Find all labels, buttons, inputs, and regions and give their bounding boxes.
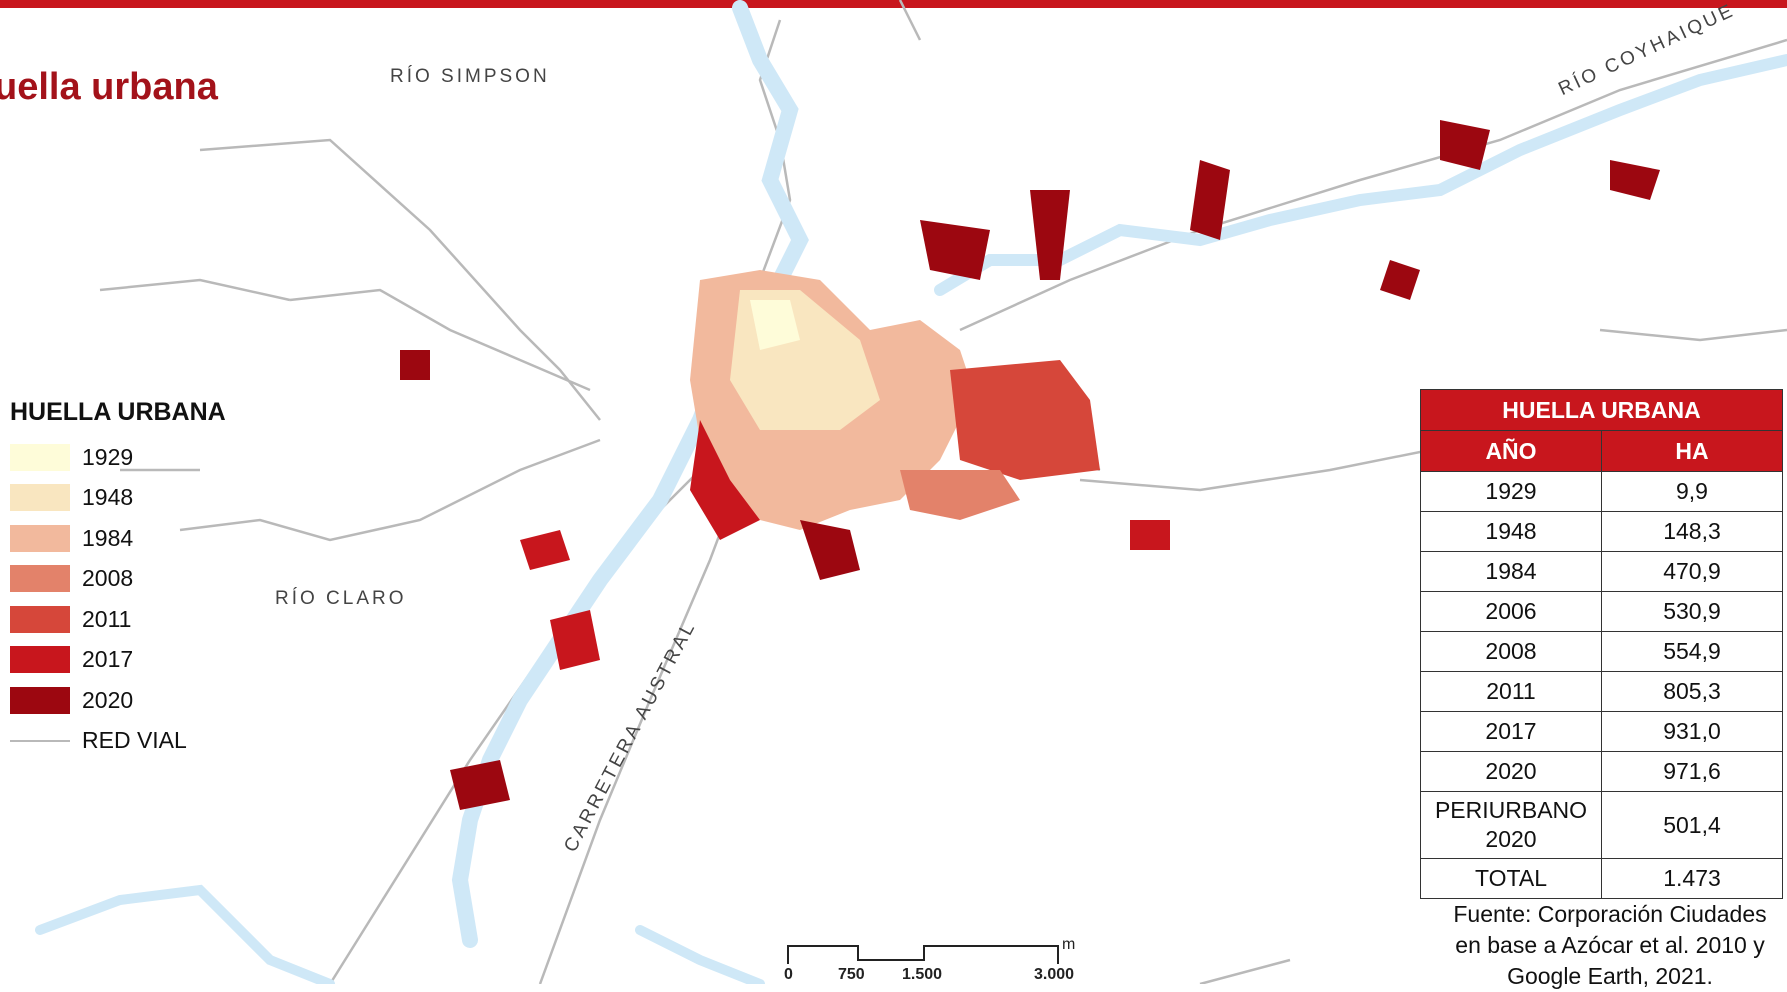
table-cell-year: 2008 [1420,631,1602,672]
legend-item-2011: 2011 [10,599,310,640]
legend-item-road: RED VIAL [10,721,310,762]
urban-footprint [400,120,1660,810]
table-cell-total-ha: 1.473 [1601,858,1783,899]
source-note: Fuente: Corporación Ciudades en base a A… [1410,899,1787,992]
table-cell-periurbano-ha: 501,4 [1601,791,1783,859]
scale-bar: 0 750 1.500 3.000 m [778,936,1098,984]
top-accent-bar [0,0,1787,8]
legend-label: 2008 [82,565,134,592]
legend-swatch [10,565,70,593]
legend-item-2020: 2020 [10,680,310,721]
road-line-swatch [10,739,70,742]
table-cell-ha: 148,3 [1601,511,1783,552]
label-rio-claro: RÍO CLARO [275,588,407,609]
table-row-periurbano: PERIURBANO 2020 501,4 [1420,791,1783,859]
table-cell-year: 1929 [1420,471,1602,512]
legend-label: 2011 [82,605,132,632]
table-cell-year: 1948 [1420,511,1602,552]
table-cell-year: 2011 [1420,671,1602,712]
table-cell-ha: 931,0 [1601,711,1783,752]
table-cell-ha: 9,9 [1601,471,1783,512]
scale-tick-0: 0 [784,966,793,983]
label-rio-simpson: RÍO SIMPSON [390,66,550,87]
table-header-year: AÑO [1420,430,1602,472]
legend-label: 1929 [82,443,134,470]
legend-swatch [10,443,70,471]
table-header-ha: HA [1601,430,1783,472]
periurbano-line2: 2020 [1485,826,1537,852]
legend-item-2017: 2017 [10,640,310,681]
scale-bar-graphic [787,945,1059,964]
legend-item-1929: 1929 [10,437,310,478]
scale-tick-1500: 1.500 [902,966,943,983]
source-line1: Fuente: Corporación Ciudades [1453,901,1767,927]
legend-road-label: RED VIAL [82,727,187,754]
table-title: HUELLA URBANA [1420,389,1783,431]
table-cell-year: 2017 [1420,711,1602,752]
table-cell-periurbano: PERIURBANO 2020 [1420,791,1602,859]
legend-items: 1929 1948 1984 2008 2011 2017 2020 [10,437,310,721]
legend-swatch [10,646,70,674]
legend-swatch [10,605,70,633]
table-cell-ha: 971,6 [1601,751,1783,792]
legend-label: 1948 [82,484,134,511]
legend-label: 1984 [82,524,134,551]
legend-swatch [10,484,70,512]
table-cell-ha: 805,3 [1601,671,1783,712]
slide-title: uella urbana [0,66,218,108]
table-cell-year: 2006 [1420,591,1602,632]
scale-tick-750: 750 [838,966,865,983]
legend-swatch [10,686,70,714]
table-cell-ha: 470,9 [1601,551,1783,592]
table-cell-ha: 554,9 [1601,631,1783,672]
table-cell-total: TOTAL [1420,858,1602,899]
legend-item-1984: 1984 [10,518,310,559]
source-line2: en base a Azócar et al. 2010 y [1455,932,1765,958]
table-cell-ha: 530,9 [1601,591,1783,632]
legend: HUELLA URBANA 1929 1948 1984 2008 2011 2017 20… [10,398,310,761]
legend-label: 2020 [82,686,134,713]
legend-swatch [10,524,70,552]
scale-tick-3000: 3.000 [1034,966,1075,983]
periurbano-line1: PERIURBANO [1434,797,1588,823]
table-cell-year: 1984 [1420,551,1602,592]
legend-item-2008: 2008 [10,559,310,600]
legend-label: 2017 [82,646,134,673]
legend-title: HUELLA URBANA [10,398,226,426]
scale-unit: m [1062,936,1076,953]
legend-item-1948: 1948 [10,478,310,519]
table-row-total: TOTAL 1.473 [1420,858,1783,899]
source-line3: Google Earth, 2021. [1507,963,1713,989]
table-cell-year: 2020 [1420,751,1602,792]
